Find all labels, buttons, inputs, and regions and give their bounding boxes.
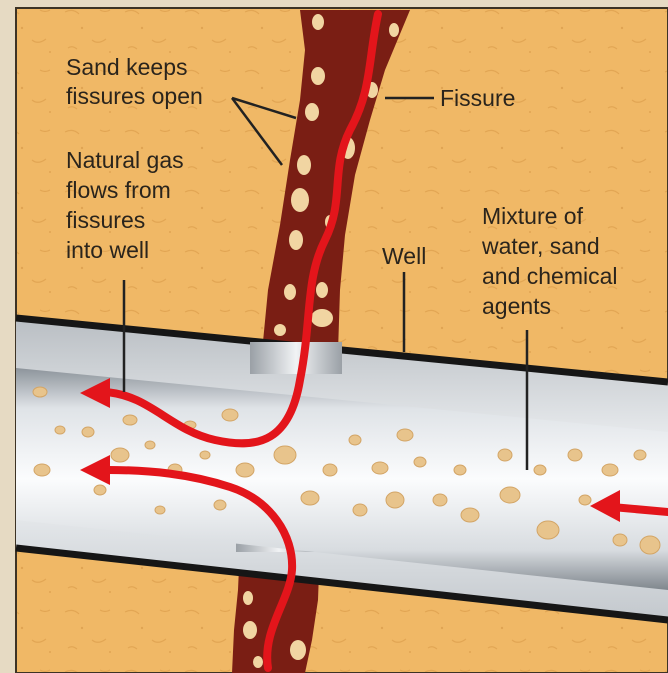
- upper-connector-stub: [250, 342, 342, 374]
- label-fissure: Fissure: [440, 85, 515, 111]
- label-well: Well: [382, 243, 426, 269]
